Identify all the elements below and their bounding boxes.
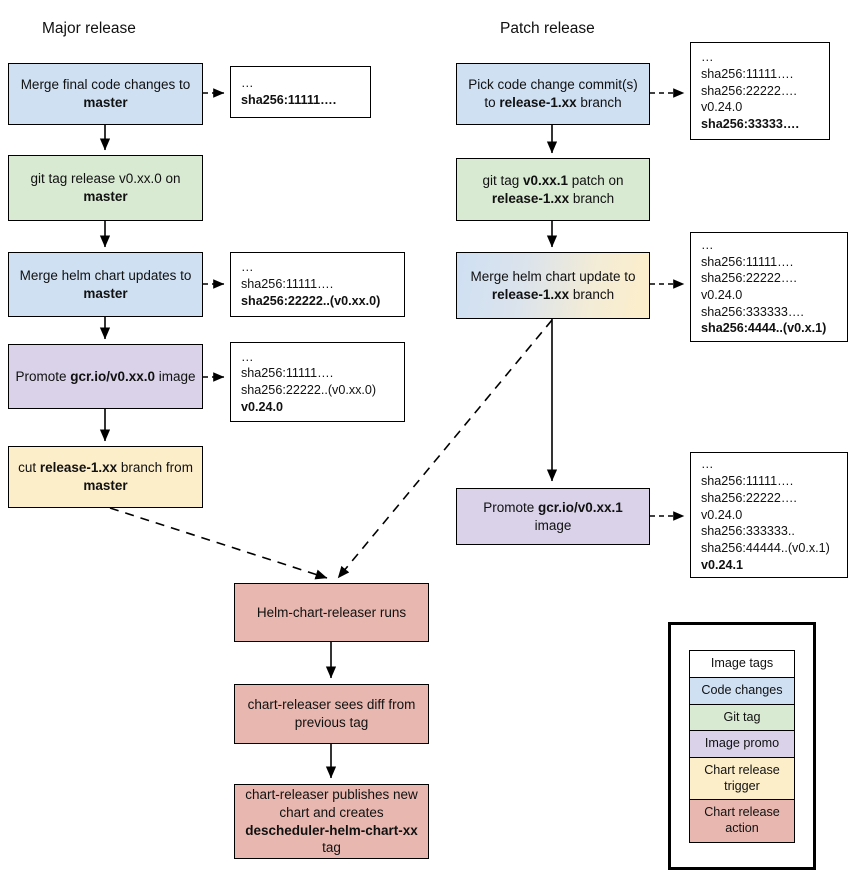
node-chart-releaser-publishes[interactable]: chart-releaser publishes new chart and c… [234,784,429,859]
node-pick-code-change[interactable]: Pick code change commit(s) to release-1.… [456,63,650,125]
node-label: Promote gcr.io/v0.xx.0 image [15,368,196,384]
tagbox-patch-1: …sha256:11111…. sha256:22222…. v0.24.0 sha2… [690,42,830,140]
node-git-tag-patch[interactable]: git tag v0.xx.1 patch on release-1.xx br… [456,158,650,221]
tagbox-major-3: … sha256:11111…. sha256:22222..(v0.xx.0) v0… [230,342,405,422]
tag-line: v0.24.0 [241,399,284,414]
patch-release-title: Patch release [500,20,595,37]
tagbox-major-2: … sha256:11111….sha256:22222..(v0.xx.0) [230,252,405,317]
edge-dash-cut-to-releaser [109,507,328,580]
tag-line: … [701,237,715,252]
legend-item-image-promo: Image promo [689,730,795,758]
node-label: cut release-1.xx branch from master [18,460,193,493]
node-label: chart-releaser publishes new chart and c… [245,786,418,856]
tag-line: … [241,76,255,91]
node-chart-releaser-sees-diff[interactable]: chart-releaser sees diff from previous t… [234,684,429,744]
major-release-title: Major release [42,20,136,37]
tag-line: sha256:22222…. [701,83,797,98]
node-merge-helm-chart-release[interactable]: Merge helm chart update to release-1.xx … [456,252,650,319]
node-git-tag-release[interactable]: git tag release v0.xx.0 on master [8,155,203,221]
node-label: Merge final code changes to master [20,77,191,110]
tag-line: sha256:11111…. [701,66,794,81]
node-promote-image-major[interactable]: Promote gcr.io/v0.xx.0 image [8,344,203,409]
node-cut-release-branch[interactable]: cut release-1.xx branch from master [8,446,203,508]
tag-line: sha256:11111…. [701,474,794,489]
tag-line: sha256:22222..(v0.xx.0) [241,383,377,397]
tag-line: v0.24.0 [701,507,743,522]
tag-line: sha256:11111…. [241,277,334,292]
tag-line: sha256:22222…. [701,271,797,286]
node-merge-final-code[interactable]: Merge final code changes to master [8,63,203,125]
tag-line: … [241,260,255,275]
legend-item-chart-release-trigger: Chart release trigger [689,757,795,801]
tag-line: … [701,457,715,472]
tag-line: sha256:333333…. [701,304,804,319]
tag-line: sha256:11111…. [241,93,337,107]
node-label: Merge helm chart update to release-1.xx … [470,268,636,302]
tag-line: sha256:22222..(v0.xx.0) [241,293,381,308]
tag-line: sha256:44444..(v0.x.1) [701,541,830,556]
tag-line: v0.24.1 [701,557,744,572]
tag-line: v0.24.0 [701,288,743,302]
legend-item-git-tag: Git tag [689,703,795,732]
node-label: Merge helm chart updates to master [19,267,192,301]
tagbox-patch-3: … sha256:11111….sha256:22222…. v0.24.0 sha2… [690,452,848,578]
node-promote-image-patch[interactable]: Promote gcr.io/v0.xx.1 image [456,488,650,545]
tag-line: sha256:33333…. [701,117,800,132]
node-label: Pick code change commit(s) to release-1.… [468,77,638,110]
tag-line: sha256:11111…. [241,366,334,381]
tagbox-major-1: … sha256:11111…. [230,66,371,118]
tagbox-patch-2: … sha256:11111…. sha256:22222…. v0.24.0 sha2… [690,232,848,342]
node-label: Helm-chart-releaser runs [256,604,407,620]
node-label: git tag v0.xx.1 patch on release-1.xx br… [482,172,624,206]
node-helm-chart-releaser-runs[interactable]: Helm-chart-releaser runs [234,583,429,642]
node-label: Promote gcr.io/v0.xx.1 image [483,499,623,533]
tag-line: … [701,50,715,65]
legend-item-image-tags: Image tags [689,650,795,678]
tag-line: … [241,349,255,364]
node-label: git tag release v0.xx.0 on master [30,171,181,204]
tag-line: sha256:4444..(v0.x.1) [701,321,827,336]
tag-line: sha256:22222…. [701,490,797,505]
node-label: chart-releaser sees diff from previous t… [247,697,416,730]
legend-item-code-changes: Code changes [689,676,795,705]
node-merge-helm-chart-master[interactable]: Merge helm chart updates to master [8,252,203,317]
legend-item-chart-release-action: Chart release action [689,799,795,843]
tag-line: sha256:11111…. [701,254,794,269]
tag-line: sha256:333333.. [701,524,795,539]
tag-line: v0.24.0 [701,100,743,115]
